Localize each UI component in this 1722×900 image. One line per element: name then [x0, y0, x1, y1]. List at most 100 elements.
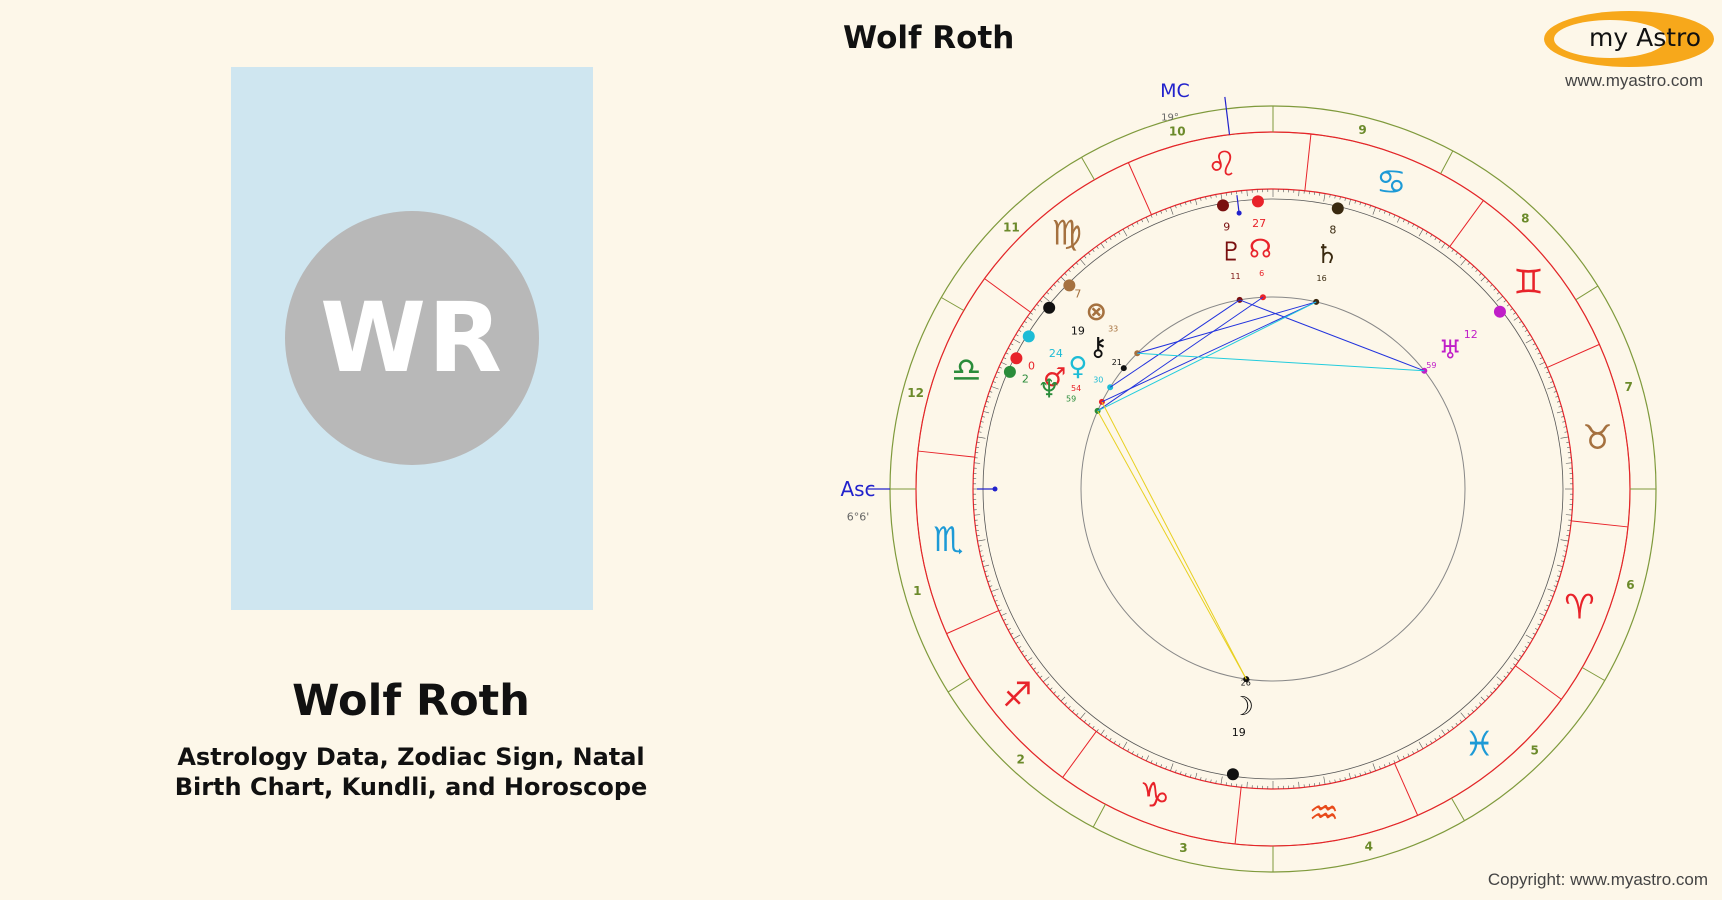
- pluto-degree: 9: [1223, 221, 1230, 234]
- subtitle-line-1: Astrology Data, Zodiac Sign, Natal: [177, 743, 645, 771]
- degree-tick: [1486, 695, 1490, 698]
- house-number: 3: [1179, 841, 1187, 855]
- profile-photo-placeholder: WR: [231, 67, 593, 610]
- degree-tick: [1539, 618, 1543, 621]
- degree-tick: [1396, 216, 1401, 223]
- degree-tick: [1556, 411, 1563, 414]
- degree-tick: [1460, 258, 1467, 266]
- house-cusp-line: [947, 677, 971, 693]
- mars-degree: 0: [1028, 359, 1035, 372]
- degree-tick: [1558, 570, 1562, 572]
- degree-tick: [1550, 381, 1554, 383]
- degree-tick: [1039, 299, 1043, 303]
- degree-tick: [1527, 641, 1531, 644]
- degree-tick: [1175, 205, 1177, 209]
- mc-degree: 19°: [1161, 113, 1179, 124]
- degree-tick: [1100, 729, 1105, 735]
- degree-tick: [987, 580, 991, 582]
- house-number: 7: [1624, 380, 1632, 394]
- aspect-line: [1101, 301, 1317, 403]
- mc-inner-tick: [1236, 195, 1240, 214]
- degree-tick: [1490, 284, 1493, 287]
- degree-tick: [1418, 229, 1424, 237]
- degree-tick: [1434, 237, 1437, 241]
- neptune-position-dot: [1003, 365, 1016, 378]
- degree-tick: [1513, 312, 1516, 315]
- degree-tick: [1042, 295, 1050, 302]
- degree-tick: [1535, 628, 1539, 631]
- degree-tick: [1447, 246, 1450, 249]
- degree-tick: [981, 560, 985, 562]
- sign-divider: [1449, 200, 1484, 247]
- degree-tick: [996, 604, 1000, 607]
- degree-tick: [1524, 646, 1528, 649]
- degree-tick: [1036, 304, 1040, 307]
- degree-tick: [1369, 205, 1371, 209]
- asc-label: Asc: [840, 477, 875, 501]
- degree-tick: [1005, 623, 1009, 626]
- degree-tick: [1503, 675, 1507, 679]
- degree-tick: [1379, 766, 1381, 770]
- degree-tick: [1155, 762, 1158, 766]
- degree-tick: [1180, 771, 1182, 775]
- saturn-position-dot: [1331, 202, 1344, 215]
- degree-tick: [1127, 226, 1130, 230]
- degree-tick: [1425, 743, 1428, 747]
- degree-tick: [1049, 288, 1053, 291]
- degree-tick: [1430, 234, 1433, 238]
- degree-tick: [1393, 214, 1396, 218]
- degree-tick: [1024, 654, 1027, 658]
- degree-tick: [1547, 588, 1556, 592]
- fortune-minute: 33: [1108, 325, 1118, 334]
- degree-tick: [1018, 329, 1022, 332]
- degree-tick: [1364, 771, 1366, 775]
- degree-tick: [1555, 580, 1559, 582]
- degree-tick: [978, 431, 982, 433]
- degree-tick: [980, 555, 984, 557]
- house-number: 6: [1626, 578, 1634, 592]
- degree-tick: [1537, 352, 1541, 355]
- uranus-minute: 59: [1426, 361, 1436, 370]
- degree-tick: [1537, 623, 1541, 626]
- degree-tick: [1003, 357, 1007, 360]
- myastro-logo-link[interactable]: my Astro: [1544, 11, 1714, 67]
- degree-tick: [1104, 735, 1108, 738]
- chart-title: Wolf Roth: [843, 20, 1015, 56]
- degree-tick: [1072, 265, 1075, 269]
- site-url-link[interactable]: www.myastro.com: [1565, 71, 1703, 90]
- degree-tick: [1532, 343, 1536, 346]
- saturn-minute: 16: [1316, 274, 1326, 283]
- degree-tick: [1493, 288, 1497, 291]
- sign-divider: [1127, 162, 1152, 215]
- degree-tick: [1042, 676, 1050, 683]
- mars-glyph: ♂: [1043, 363, 1066, 393]
- degree-tick: [1344, 777, 1346, 781]
- person-name: Wolf Roth: [292, 676, 530, 726]
- degree-tick: [1563, 426, 1567, 428]
- degree-tick: [1548, 599, 1552, 602]
- degree-tick: [1544, 609, 1548, 612]
- degree-tick: [1053, 284, 1056, 287]
- degree-tick: [1075, 712, 1079, 716]
- degree-tick: [1519, 654, 1522, 658]
- degree-tick: [1562, 555, 1566, 557]
- degree-tick: [1010, 632, 1014, 635]
- degree-tick: [1556, 401, 1560, 403]
- sign-divider: [1304, 133, 1312, 191]
- venus-glyph: ♀: [1068, 352, 1087, 382]
- degree-tick: [1165, 766, 1167, 770]
- subtitle-line-2: Birth Chart, Kundli, and Horoscope: [174, 773, 648, 801]
- degree-tick: [1553, 585, 1557, 587]
- degree-tick: [974, 462, 981, 464]
- sign-outer-ring: [915, 131, 1631, 847]
- degree-tick: [1402, 755, 1405, 759]
- zodiac-sign-glyph: ♐: [1002, 675, 1032, 715]
- degree-tick: [1141, 755, 1144, 759]
- degree-tick: [1455, 252, 1458, 256]
- chiron-aspect-point: [1120, 365, 1127, 372]
- degree-tick: [1546, 371, 1550, 374]
- degree-tick: [1046, 291, 1050, 295]
- degree-tick: [1056, 695, 1060, 698]
- degree-tick: [1402, 219, 1405, 223]
- degree-tick: [996, 371, 1000, 374]
